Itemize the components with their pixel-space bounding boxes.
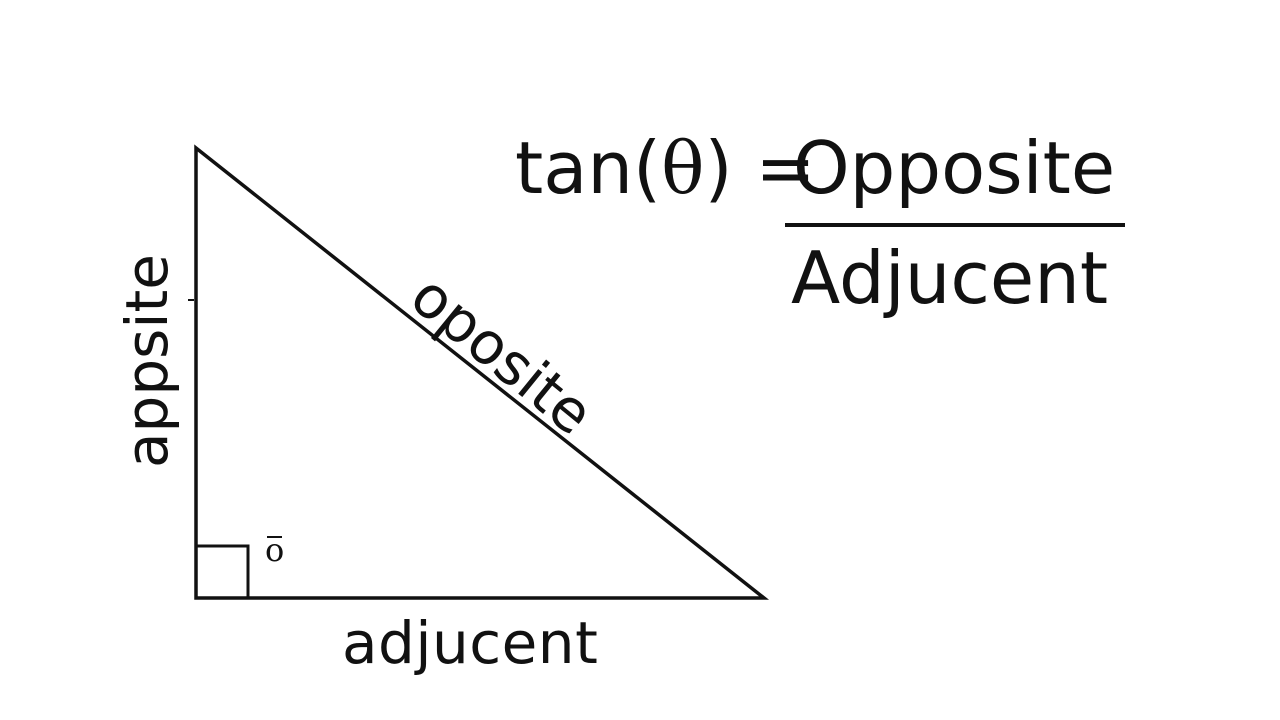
angle-overbar	[267, 536, 283, 538]
close-paren: )	[704, 126, 733, 210]
horizontal-side-label: adjucent	[342, 609, 599, 677]
fraction-bar	[785, 223, 1125, 227]
formula-denominator: Adjucent	[791, 236, 1109, 320]
angle-symbol: o	[265, 531, 285, 569]
formula-lhs: tan(θ) =	[515, 132, 816, 204]
right-angle-marker	[194, 544, 250, 600]
angle-label: o	[265, 534, 284, 566]
vertical-side-label: appsite	[113, 254, 181, 468]
tan-function: tan(	[515, 126, 662, 210]
theta-symbol: θ	[661, 126, 705, 210]
right-triangle	[194, 144, 770, 600]
equals-sign: =	[755, 126, 816, 210]
formula-numerator: Opposite	[793, 126, 1116, 210]
